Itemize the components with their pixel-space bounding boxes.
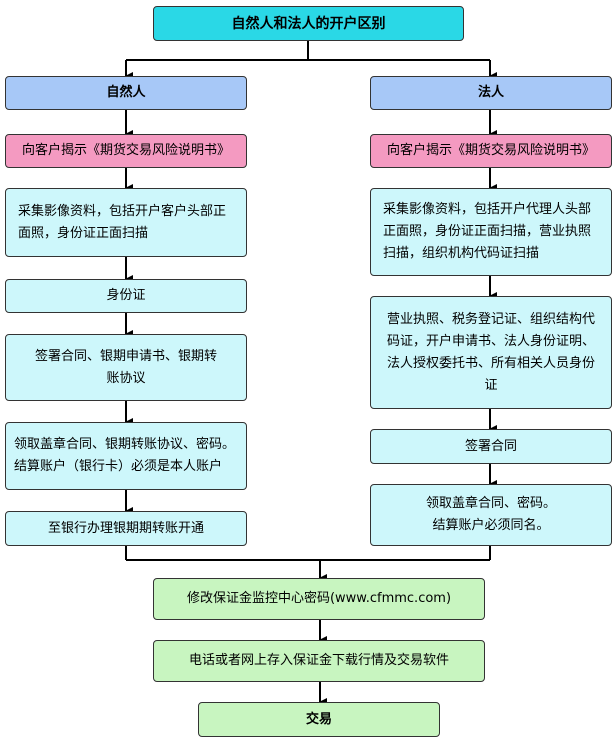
legal-step-documents: 营业执照、税务登记证、组织结构代码证，开户申请书、法人身份证明、法人授权委托书、… [370, 296, 612, 409]
common-step-deposit-download: 电话或者网上存入保证金下载行情及交易软件 [153, 640, 485, 682]
legal-step-collect-images: 采集影像资料，包括开户代理人头部正面照，身份证正面扫描，营业执照扫描，组织机构代… [370, 188, 612, 276]
common-step-trade: 交易 [198, 702, 440, 737]
common-step-change-password: 修改保证金监控中心密码(www.cfmmc.com) [153, 578, 485, 620]
legal-step-sign-contract: 签署合同 [370, 429, 612, 464]
natural-step-sign-contract: 签署合同、银期申请书、银期转账协议 [5, 334, 247, 401]
natural-step-collect-images: 采集影像资料，包括开户客户头部正面照，身份证正面扫描 [5, 188, 247, 257]
natural-step-bank-transfer: 至银行办理银期期转账开通 [5, 511, 247, 546]
page-title: 自然人和法人的开户区别 [153, 6, 464, 41]
natural-step-id-card: 身份证 [5, 279, 247, 313]
natural-step-collect-documents: 领取盖章合同、银期转账协议、密码。结算账户（银行卡）必须是本人账户 [5, 422, 247, 490]
legal-person-header: 法人 [370, 76, 612, 110]
legal-step-collect-documents: 领取盖章合同、密码。结算账户必须同名。 [370, 484, 612, 546]
natural-step-risk-disclosure: 向客户揭示《期货交易风险说明书》 [5, 134, 247, 168]
legal-step-risk-disclosure: 向客户揭示《期货交易风险说明书》 [370, 134, 612, 168]
natural-person-header: 自然人 [5, 76, 247, 110]
